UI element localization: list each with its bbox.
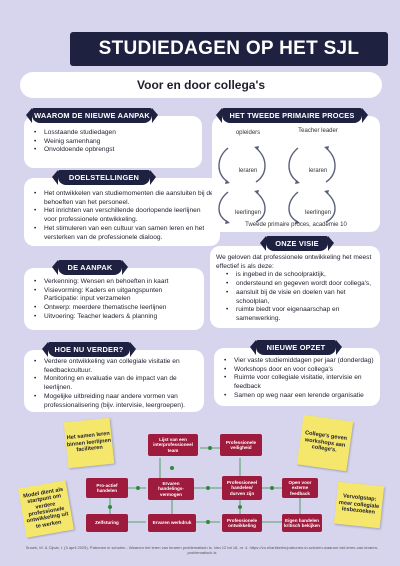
doel-list: Het ontwikkelen van studiemomenten die a… (30, 190, 214, 242)
heading-aanpak: DE AANPAK (52, 260, 128, 275)
list-item: Workshops door en voor collega's (224, 366, 374, 375)
heading-proces: HET TWEEDE PRIMAIRE PROCES (216, 108, 368, 123)
cycle-left-mid: leraren (238, 168, 258, 174)
list-item: Monitoring en evaluatie van de impact va… (34, 375, 198, 392)
poster-subtitle: Voor en door collega's (20, 72, 382, 98)
waarom-list: Losstaande studiedagen Weinig samenhang … (30, 129, 194, 155)
list-item: is ingebed in de schoolpraktijk, (226, 271, 374, 280)
card-proces (212, 116, 380, 232)
list-item: Verdere ontwikkeling van collegiale visi… (34, 358, 198, 375)
card-waarom: Losstaande studiedagen Weinig samenhang … (24, 116, 202, 168)
cycle-left-bot: leerlingen (234, 210, 262, 216)
list-item: Het ontwikkelen van studiemomenten die a… (34, 190, 214, 207)
flow-dot (136, 486, 140, 490)
list-item: aansluit bij de visie en doelen van het … (226, 289, 374, 306)
reference-text: Snoek, M. & Cijvat, I. (3 april 2025). P… (25, 545, 379, 555)
list-item: Ontwerp: meerdere thematische leerlijnen (34, 304, 198, 313)
heading-doelstellingen: DOELSTELLINGEN (52, 170, 156, 185)
list-item: Mogelijke uitbreiding naar andere vormen… (34, 393, 198, 410)
flow-box-handelingsvermogen: Ervaren handelings-vermogen (148, 478, 194, 500)
list-item: Verkenning: Wensen en behoeften in kaart (34, 278, 198, 287)
flow-dot (170, 466, 174, 470)
card-opzet: Vier vaste studiemiddagen per jaar (dond… (214, 348, 380, 406)
card-visie: We geloven dat professionele ontwikkelin… (210, 246, 380, 328)
flow-box-kritisch: Eigen handelen kritisch bekijken (282, 514, 322, 532)
list-item: Samen op weg naar een lerende organisati… (224, 392, 374, 401)
visie-list: is ingebed in de schoolpraktijk, onderst… (216, 271, 374, 323)
list-item: Losstaande studiedagen (34, 129, 194, 138)
flow-dot (206, 486, 210, 490)
proces-caption: Tweede primaire proces, academie 10 (245, 222, 347, 228)
cycle-arrows-icon (218, 146, 336, 224)
list-item: Onvoldoende opbrengst (34, 146, 194, 155)
verder-list: Verdere ontwikkeling van collegiale visi… (30, 358, 198, 410)
heading-visie: ONZE VISIE (260, 236, 334, 251)
visie-intro: We geloven dat professionele ontwikkelin… (216, 254, 372, 270)
list-item: Visievorming: Kaders en uitgangspunten P… (34, 287, 198, 304)
flow-box-werkdruk: Ervaren werkdruk (148, 514, 196, 532)
flow-dot (208, 446, 212, 450)
opzet-list: Vier vaste studiemiddagen per jaar (dond… (220, 357, 374, 401)
flow-box-durven-zijn: Professioneel handelen/ durven zijn (222, 476, 262, 500)
cycle-right-bot: leerlingen (304, 210, 332, 216)
flow-box-team: Lijst van een interprofessioneel team (148, 434, 198, 456)
aanpak-list: Verkenning: Wensen en behoeften in kaart… (30, 278, 198, 322)
flow-box-proactief: Pro-actief handelen (86, 478, 128, 498)
list-item: ondersteund en gegeven wordt door colleg… (226, 280, 374, 289)
card-aanpak: Verkenning: Wensen en behoeften in kaart… (24, 268, 204, 330)
list-item: ruimte biedt voor eigenaarschap en samen… (226, 306, 374, 323)
cycle-left-top: opleiders (235, 130, 261, 136)
cycle-right-top: Teacher leader (298, 128, 338, 134)
flow-box-zelfsturing: Zelfsturing (86, 514, 128, 532)
list-item: Het inrichten van verschillende doorlope… (34, 207, 214, 224)
heading-verder: HOE NU VERDER? (42, 342, 136, 357)
flow-dot (238, 505, 242, 509)
flow-dot (206, 520, 210, 524)
card-doelstellingen: Het ontwikkelen van studiemomenten die a… (24, 178, 220, 246)
flow-dot (270, 486, 274, 490)
list-item: Ruimte voor collegiale visitatie, interv… (224, 374, 374, 391)
note-colleges: College's geven workshops aan college's. (296, 414, 354, 472)
list-item: Het stimuleren van een cultuur van samen… (34, 225, 214, 242)
flow-box-feedback: Open voor externe feedback (282, 478, 318, 498)
note-model: Model dient als startpunt om verdere pro… (18, 480, 74, 538)
list-item: Weinig samenhang (34, 138, 194, 147)
flow-box-ontwikkeling: Professionele ontwikkeling (222, 514, 262, 532)
poster-title: STUDIEDAGEN OP HET SJL (70, 32, 388, 66)
flow-dot (108, 505, 112, 509)
list-item: Vier vaste studiemiddagen per jaar (dond… (224, 357, 374, 366)
note-vervolgstap: Vervolgstap: meer collegiale lesbezoeken (333, 481, 385, 529)
cycle-right-mid: leraren (308, 168, 328, 174)
list-item: Uitvoering: Teacher leaders & planning (34, 313, 198, 322)
heading-waarom: WAAROM DE NIEUWE AANPAK (26, 108, 158, 123)
flow-box-veiligheid: Professionele veiligheid (220, 434, 262, 456)
heading-opzet: NIEUWE OPZET (250, 340, 342, 355)
note-samen-leren: Het samen leren binnen leerlijnen facili… (63, 417, 115, 469)
card-verder: Verdere ontwikkeling van collegiale visi… (24, 350, 204, 412)
